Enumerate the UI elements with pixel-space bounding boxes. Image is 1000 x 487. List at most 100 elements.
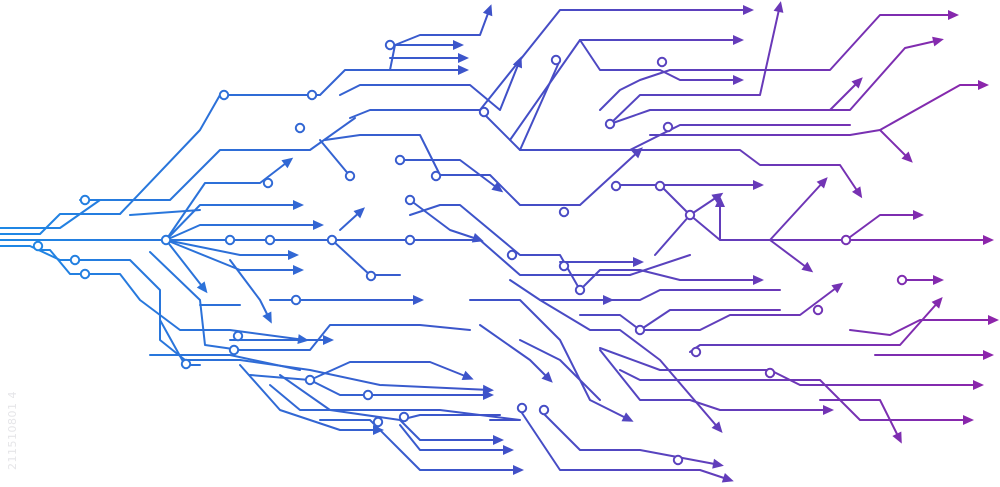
circuit-trace <box>129 209 201 216</box>
arrow-head-icon <box>373 425 384 435</box>
arrow-head-icon <box>973 380 984 390</box>
circuit-trace <box>579 284 841 331</box>
circuit-node <box>558 206 570 218</box>
circuit-trace <box>519 409 731 481</box>
circuit-node <box>180 358 192 370</box>
circuit-trace <box>165 239 206 291</box>
circuit-node <box>228 344 240 356</box>
circuit-trace <box>609 39 941 125</box>
arrow-head-icon <box>931 297 943 309</box>
circuit-node <box>610 180 622 192</box>
arrow-head-icon <box>901 151 913 163</box>
circuit-node <box>290 294 302 306</box>
circuit-node <box>79 268 91 280</box>
arrow-head-icon <box>297 334 309 344</box>
circuit-trace <box>149 251 471 351</box>
arrow-head-icon <box>978 80 989 90</box>
circuit-trace <box>319 419 521 471</box>
arrow-head-icon <box>733 75 744 85</box>
circuit-node <box>218 89 230 101</box>
circuit-trace <box>519 339 601 401</box>
circuit-trace <box>509 279 721 431</box>
arrow-head-icon <box>413 295 424 305</box>
circuit-node <box>262 177 274 189</box>
circuit-node <box>506 249 518 261</box>
circuit-trace <box>649 129 911 161</box>
arrow-head-icon <box>892 431 902 444</box>
arrow-head-icon <box>773 1 784 13</box>
arrow-head-icon <box>323 335 334 345</box>
circuit-node <box>654 180 666 192</box>
arrow-head-icon <box>963 415 974 425</box>
arrow-head-icon <box>471 233 484 243</box>
arrow-head-icon <box>293 265 304 275</box>
arrow-head-icon <box>913 210 924 220</box>
circuit-trace <box>639 309 781 331</box>
circuit-node <box>478 106 490 118</box>
arrow-head-icon <box>458 53 469 63</box>
arrow-head-icon <box>983 350 994 360</box>
circuit-node <box>764 367 776 379</box>
arrow-head-icon <box>621 412 634 422</box>
stock-id-watermark: 211510801 4 <box>6 391 19 470</box>
circuit-trace <box>149 354 301 371</box>
circuit-node <box>840 234 852 246</box>
arrow-head-icon <box>733 35 744 45</box>
circuit-node <box>160 234 172 246</box>
circuit-trace <box>319 139 351 177</box>
arrow-head-icon <box>482 4 493 17</box>
arrow-head-icon <box>603 295 614 305</box>
circuit-trace <box>0 245 491 391</box>
circuit-node <box>574 284 586 296</box>
arrow-head-icon <box>721 473 734 483</box>
circuit-node <box>550 54 562 66</box>
arrow-head-icon <box>753 275 764 285</box>
circuit-trace <box>399 159 501 191</box>
arrow-head-icon <box>801 261 814 273</box>
circuit-node <box>365 270 377 282</box>
circuit-node <box>812 304 824 316</box>
circuit-trace <box>479 324 551 381</box>
circuit-node <box>604 118 616 130</box>
circuit-node <box>232 330 244 342</box>
arrow-head-icon <box>983 235 994 245</box>
arrow-head-icon <box>503 445 514 455</box>
circuit-node <box>634 324 646 336</box>
arrow-head-icon <box>281 157 294 169</box>
circuit-trace <box>339 59 521 111</box>
circuit-node <box>362 389 374 401</box>
arrow-head-icon <box>852 186 863 199</box>
circuit-trace <box>469 299 631 421</box>
circuit-trace <box>165 224 321 241</box>
circuit-trace <box>399 424 511 451</box>
circuit-trace <box>479 9 751 111</box>
circuit-trace <box>579 269 761 291</box>
circuit-trace <box>609 4 781 125</box>
arrow-head-icon <box>851 77 863 89</box>
arrow-head-icon <box>932 36 944 47</box>
arrow-head-icon <box>353 207 365 219</box>
arrow-head-icon <box>262 311 272 324</box>
circuit-node <box>79 194 91 206</box>
arrow-head-icon <box>988 315 999 325</box>
circuit-node <box>326 234 338 246</box>
circuit-trace <box>399 414 501 421</box>
circuit-trace <box>0 117 356 229</box>
circuit-trace <box>769 179 826 241</box>
arrow-head-icon <box>513 465 524 475</box>
circuit-node <box>430 170 442 182</box>
arrow-head-icon <box>461 370 474 380</box>
circuit-trace <box>159 319 201 366</box>
circuit-trace <box>599 14 956 111</box>
circuit-trace <box>599 349 831 411</box>
circuit-node <box>656 56 668 68</box>
circuit-node <box>384 39 396 51</box>
arrow-head-icon <box>541 371 553 383</box>
arrow-head-icon <box>816 177 828 189</box>
circuit-trace <box>309 361 471 381</box>
arrow-head-icon <box>483 390 494 400</box>
arrow-head-icon <box>712 458 724 469</box>
arrow-head-icon <box>458 65 469 75</box>
circuit-node <box>394 154 406 166</box>
circuit-node <box>372 416 384 428</box>
